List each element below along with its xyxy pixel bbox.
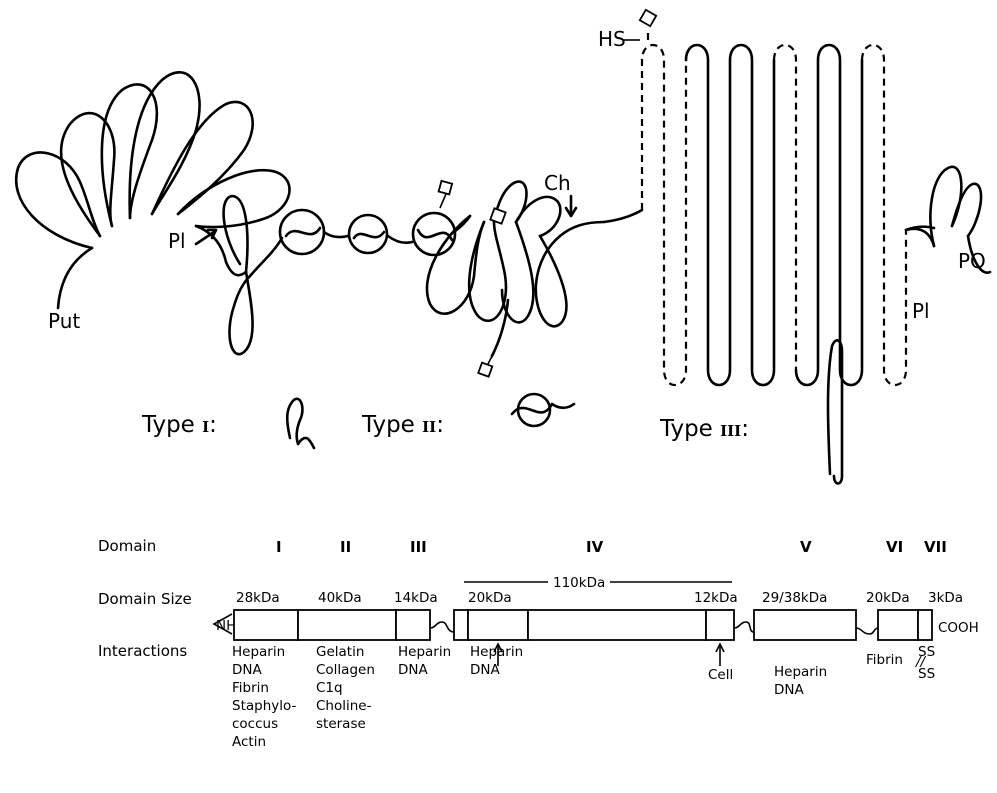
ch-label: Ch: [544, 171, 571, 195]
pl-left-label: Pl: [168, 229, 186, 253]
carbohydrate-square: [640, 10, 656, 26]
carbohydrate-square: [490, 208, 505, 223]
molecule-strand-right: Pl PO: [906, 167, 990, 323]
carbohydrate-square: [439, 181, 452, 194]
cooh-label: COOH: [938, 620, 979, 636]
size-label: 20kDa: [468, 590, 512, 606]
type-1-label: Type I:: [141, 412, 217, 438]
ss-bottom-label: SS: [918, 666, 935, 682]
domain-i-box: [234, 610, 298, 640]
pl-right-upper-label: Pl: [912, 299, 930, 323]
interactions-domain-v: Heparin DNA: [774, 664, 831, 698]
type-1-icon: [287, 399, 314, 448]
domain-v-linker: [906, 229, 934, 246]
put-label: Put: [48, 309, 80, 333]
interactions-domain-iv-cell: Cell: [708, 667, 733, 683]
size-label: 28kDa: [236, 590, 280, 606]
linker-box: [454, 610, 468, 640]
domain-iv-repeats: [604, 30, 934, 385]
domain-numeral: V: [800, 538, 812, 556]
interactions-domain-i: Heparin DNA Fibrin Staphylo- coccus Acti…: [232, 644, 301, 750]
span-110kda: 110kDa: [553, 575, 605, 591]
domain-numeral: IV: [586, 538, 604, 556]
size-label: 14kDa: [394, 590, 438, 606]
type-2-label: Type II:: [361, 412, 444, 438]
domain-v-box: [754, 610, 856, 640]
carbohydrate-square: [478, 363, 492, 377]
interactions-domain-vi: Fibrin: [866, 652, 903, 668]
domain-iv-20kda-box: [468, 610, 528, 640]
interactions-domain-iii: Heparin DNA: [398, 644, 455, 678]
module-type-legend: Type I: Type II: Type III:: [141, 340, 842, 483]
domain-iii-petals: [427, 182, 604, 356]
domain-iii-box: [396, 610, 430, 640]
domain-numeral: II: [340, 538, 351, 556]
domain-table: Domain Domain Size Interactions I II III…: [98, 537, 979, 750]
domain-iv-12kda-box: [706, 610, 734, 640]
domain-iv-middle-box: [528, 610, 706, 640]
domain-row-label: Domain: [98, 537, 156, 555]
domain-i-lower-petals: [224, 196, 282, 354]
hs-label: HS: [598, 27, 626, 51]
domain-vi-box: [878, 610, 918, 640]
type-2-icon: [512, 394, 574, 426]
domain-v-petal: [952, 184, 981, 236]
domain-ii-box: [298, 610, 396, 640]
size-label: 3kDa: [928, 590, 963, 606]
size-label: 20kDa: [866, 590, 910, 606]
molecule-strand: [16, 10, 934, 385]
size-label: 40kDa: [318, 590, 362, 606]
domain-numeral: III: [410, 538, 427, 556]
domain-numeral: I: [276, 538, 282, 556]
size-label: 12kDa: [694, 590, 738, 606]
interactions-row-label: Interactions: [98, 642, 187, 660]
interactions-domain-ii: Gelatin Collagen C1q Choline- sterase: [316, 644, 379, 732]
po3-label: PO: [958, 249, 986, 273]
size-row-label: Domain Size: [98, 590, 192, 608]
domain-numeral: VII: [924, 538, 947, 556]
domain-numeral: VI: [886, 538, 903, 556]
domain-vii-box: [918, 610, 932, 640]
type-3-label: Type III:: [659, 416, 749, 442]
size-label: 29/38kDa: [762, 590, 827, 606]
